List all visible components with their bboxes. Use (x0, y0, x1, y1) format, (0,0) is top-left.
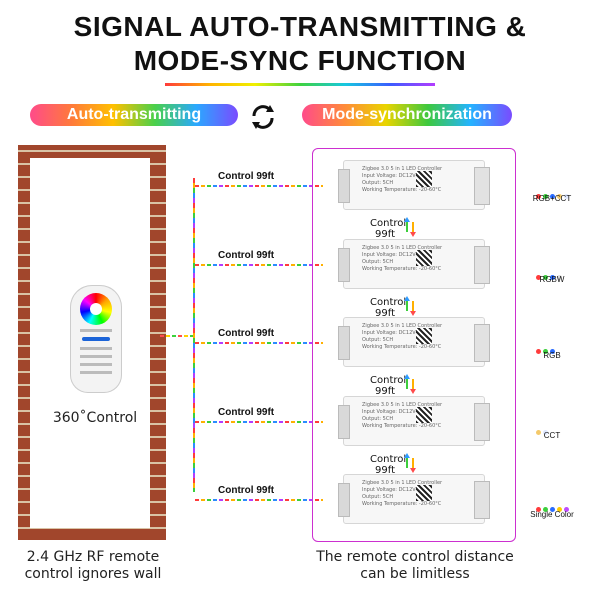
right-caption: The remote control distance can be limit… (316, 549, 514, 582)
control-label: Control 99ft (218, 328, 275, 339)
qr-code-icon (416, 407, 432, 423)
rgbw-dots-icon (536, 265, 572, 280)
between-label: Control 99ft (370, 375, 407, 397)
single-color-dots-icon (536, 497, 572, 512)
rf-remote (70, 285, 122, 393)
between-label: Control 99ft (370, 454, 407, 476)
bidirectional-arrow-icon (404, 296, 416, 316)
qr-code-icon (416, 250, 432, 266)
mode-sync-pill: Mode-synchronization (302, 104, 512, 126)
qr-code-icon (416, 328, 432, 344)
between-label: Control 99ft (370, 297, 407, 319)
bidirectional-arrow-icon (404, 453, 416, 473)
signal-line-main (160, 335, 194, 337)
title-line-1: SIGNAL AUTO-TRANSMITTING & (73, 11, 527, 42)
signal-line (195, 499, 323, 501)
between-label: Control 99ft (370, 218, 407, 240)
sync-icon (252, 105, 274, 129)
left-caption: 2.4 GHz RF remote control ignores wall (24, 549, 162, 582)
controller-group-frame (312, 148, 516, 542)
auto-transmitting-pill: Auto-transmitting (30, 104, 238, 126)
led-controller: Zigbee 3.0 5 in 1 LED Controller Input V… (338, 160, 490, 210)
cct-dots-icon (536, 420, 572, 435)
mode-label: Single Color (530, 510, 574, 519)
led-controller: Zigbee 3.0 5 in 1 LED Controller Input V… (338, 474, 490, 524)
signal-line (195, 342, 323, 344)
title-underline (165, 83, 435, 86)
control-label: Control 99ft (218, 250, 275, 261)
led-controller: Zigbee 3.0 5 in 1 LED Controller Input V… (338, 239, 490, 289)
remote-caption: 360˚Control (52, 410, 138, 426)
bidirectional-arrow-icon (404, 217, 416, 237)
mode-label: RGBW (539, 275, 565, 284)
led-controller: Zigbee 3.0 5 in 1 LED Controller Input V… (338, 317, 490, 367)
rgb-dots-icon (536, 339, 572, 354)
mode-label: RGB (543, 351, 561, 360)
signal-line (195, 421, 323, 423)
qr-code-icon (416, 485, 432, 501)
qr-code-icon (416, 171, 432, 187)
title-line-2: MODE-SYNC FUNCTION (133, 45, 467, 76)
signal-line (195, 185, 323, 187)
control-label: Control 99ft (218, 485, 275, 496)
rgbcct-dots-icon (536, 184, 572, 199)
mode-label: RGB+CCT (532, 194, 572, 203)
control-label: Control 99ft (218, 407, 275, 418)
mode-label: CCT (543, 431, 561, 440)
bidirectional-arrow-icon (404, 374, 416, 394)
signal-bus (193, 178, 195, 492)
control-label: Control 99ft (218, 171, 275, 182)
signal-line (195, 264, 323, 266)
led-controller: Zigbee 3.0 5 in 1 LED Controller Input V… (338, 396, 490, 446)
